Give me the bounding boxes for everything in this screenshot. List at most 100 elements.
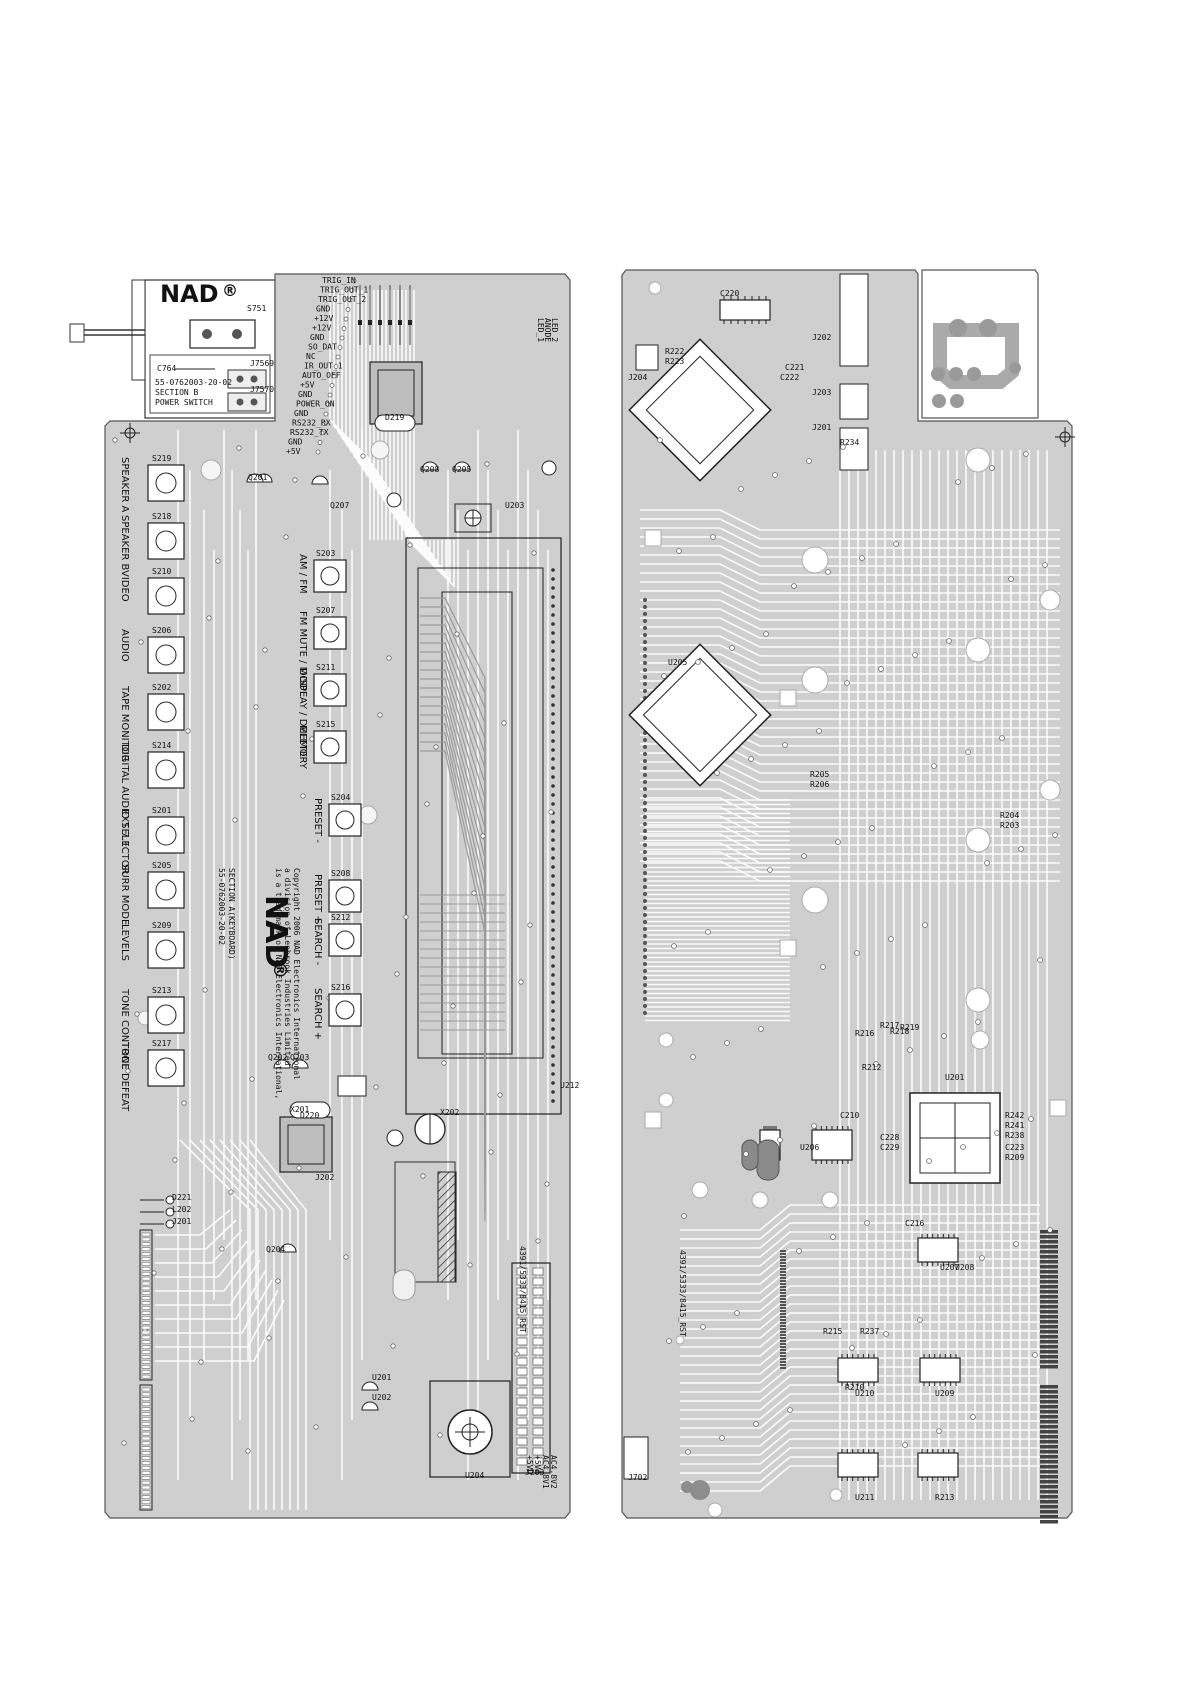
main-part-ref: J204 bbox=[628, 373, 647, 382]
power-part-number: 55-0762003-20-02 bbox=[155, 378, 232, 387]
tuner-switch-ref: S208 bbox=[331, 869, 350, 878]
tuner-switch-label: SEARCH + bbox=[312, 988, 323, 1040]
x201-ic bbox=[369, 361, 423, 425]
key-switch-label: SPEAKER B bbox=[119, 515, 130, 571]
tuner-switch-s204 bbox=[328, 803, 362, 837]
power-brand: NAD bbox=[160, 280, 219, 308]
power-section: SECTION B bbox=[155, 388, 199, 397]
header-pin-label: GND bbox=[310, 333, 325, 342]
main-part-ref: R219 bbox=[900, 1023, 919, 1032]
key-switch-label: SURR MODE bbox=[119, 864, 130, 925]
main-part-ref: C228 bbox=[880, 1133, 899, 1142]
tuner-switch-label: SEARCH - bbox=[312, 918, 323, 966]
front-bus-label-5va: +5VA bbox=[533, 1455, 542, 1474]
key-switch-label: TONE CONTROL bbox=[119, 988, 130, 1069]
header-pin-label: TRIG_IN bbox=[322, 276, 356, 285]
soic-ic bbox=[837, 1357, 879, 1383]
key-switch-s201 bbox=[147, 816, 185, 854]
j204-connector bbox=[635, 344, 659, 371]
main-part-ref: R223 bbox=[665, 357, 684, 366]
tuner-switch-s203 bbox=[313, 559, 347, 593]
main-part-ref: U211 bbox=[855, 1493, 874, 1502]
front-part-ref: X201 bbox=[290, 1105, 309, 1114]
front-part-ref: J203 bbox=[525, 1468, 544, 1477]
tuner-switch-s211 bbox=[313, 673, 347, 707]
main-part-ref: R210 bbox=[845, 1383, 864, 1392]
tuner-switch-ref: S212 bbox=[331, 913, 350, 922]
power-switch-board: NAD ® S751 C764 J7569 J7570 55-0762003-2… bbox=[69, 279, 276, 419]
key-switch-s213 bbox=[147, 996, 185, 1034]
header-pin-label: +5V bbox=[286, 447, 301, 456]
front-part-ref: Q207 bbox=[330, 501, 349, 510]
key-switch-ref: S218 bbox=[152, 512, 171, 521]
power-description: POWER SWITCH bbox=[155, 398, 213, 407]
soic-ic bbox=[917, 1452, 959, 1478]
front-part-ref: X202 bbox=[440, 1108, 459, 1117]
front-part-ref: Q201 bbox=[248, 473, 267, 482]
tuner-switch-ref: S216 bbox=[331, 983, 350, 992]
tuner-switch-s208 bbox=[328, 879, 362, 913]
front-bus-label-5vd: +5VD bbox=[525, 1455, 534, 1474]
vfd-display-inner bbox=[441, 591, 513, 1055]
j702-connector bbox=[623, 1436, 649, 1480]
key-switch-label: EXT 7.1 bbox=[119, 809, 130, 847]
tuner-switch-label: DISPLAY / DELETE bbox=[297, 668, 308, 757]
led-label-1: LED_2 bbox=[550, 318, 559, 342]
main-part-ref: U207 bbox=[940, 1263, 959, 1272]
main-part-ref: R205 bbox=[810, 770, 829, 779]
vfd-display-outline bbox=[405, 537, 562, 1115]
main-part-ref: R216 bbox=[855, 1029, 874, 1038]
main-part-ref: C216 bbox=[905, 1219, 924, 1228]
power-jumper-1: J7569 bbox=[250, 359, 274, 368]
key-switch-s202 bbox=[147, 693, 185, 731]
main-part-ref: C222 bbox=[780, 373, 799, 382]
power-cap-ref: C764 bbox=[157, 364, 176, 373]
key-switch-s219 bbox=[147, 464, 185, 502]
front-part-ref: D219 bbox=[385, 413, 404, 422]
main-part-ref: R209 bbox=[1005, 1153, 1024, 1162]
front-section: SECTION A(KEYBOARD) bbox=[227, 868, 236, 960]
front-brand: NAD bbox=[258, 895, 293, 968]
header-pin-label: SO_DAT bbox=[308, 343, 337, 352]
key-switch-ref: S214 bbox=[152, 741, 171, 750]
key-switch-s206 bbox=[147, 636, 185, 674]
main-part-ref: U201 bbox=[945, 1073, 964, 1082]
tuner-switch-ref: S207 bbox=[316, 606, 335, 615]
front-part-ref: J201 bbox=[172, 1217, 191, 1226]
soic-ic bbox=[919, 1357, 961, 1383]
key-switch-ref: S201 bbox=[152, 806, 171, 815]
main-part-ref: R242 bbox=[1005, 1111, 1024, 1120]
j203-connector bbox=[839, 383, 869, 420]
main-digital-board: R222R223J204C220C221C222R234J203J202J201… bbox=[621, 269, 1075, 1524]
header-pin-label: GND bbox=[294, 409, 309, 418]
main-part-ref: R234 bbox=[840, 438, 859, 447]
header-pin-label: +12V bbox=[314, 314, 333, 323]
header-pin-label: +5V bbox=[300, 381, 315, 390]
main-part-ref: U208 bbox=[955, 1263, 974, 1272]
u205-qfp bbox=[628, 643, 772, 787]
front-bus-label-ac2: AC4.8V2 bbox=[549, 1455, 558, 1489]
plcc-top-socket bbox=[628, 338, 772, 482]
key-switch-ref: S202 bbox=[152, 683, 171, 692]
header-pin-label: RS232_TX bbox=[290, 428, 329, 437]
header-pin-label: GND bbox=[298, 390, 313, 399]
main-part-ref: R206 bbox=[810, 780, 829, 789]
key-switch-s205 bbox=[147, 871, 185, 909]
front-part-ref: J202 bbox=[315, 1173, 334, 1182]
header-pin-label: GND bbox=[316, 305, 331, 314]
main-part-ref: R241 bbox=[1005, 1121, 1024, 1130]
main-part-ref: C223 bbox=[1005, 1143, 1024, 1152]
power-reg-mark: ® bbox=[222, 281, 238, 300]
key-switch-label: SPEAKER A bbox=[119, 457, 130, 513]
trademark-line-2: a division of Lenbrook Industries Limite… bbox=[283, 868, 292, 1070]
tuner-switch-label: AM / FM bbox=[297, 554, 308, 594]
power-switch-ref: S751 bbox=[247, 304, 266, 313]
tuner-switch-s216 bbox=[328, 993, 362, 1027]
key-switch-ref: S217 bbox=[152, 1039, 171, 1048]
front-part-ref: D220 bbox=[300, 1111, 319, 1120]
front-part-number: 55-0762003-20-02 bbox=[217, 868, 226, 945]
header-pin-label: IR_OUT_1 bbox=[304, 362, 343, 371]
main-part-ref: C210 bbox=[840, 1111, 859, 1120]
front-part-ref: Q208 bbox=[420, 465, 439, 474]
header-pin-label: GND bbox=[288, 438, 303, 447]
